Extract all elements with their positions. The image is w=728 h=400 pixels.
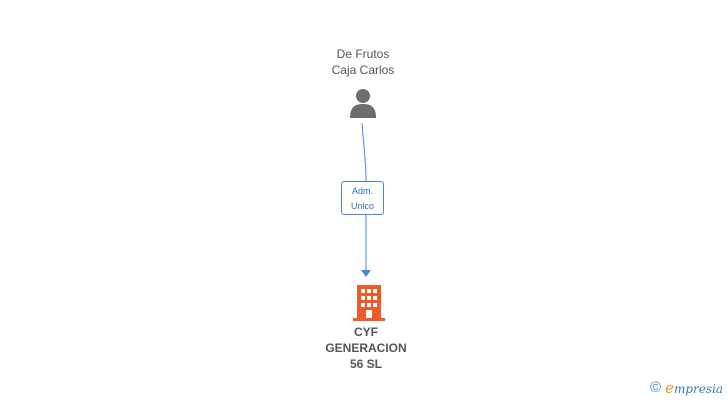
watermark: © empresia: [650, 379, 723, 397]
person-name-line-1: De Frutos: [336, 47, 390, 61]
copyright-icon: ©: [650, 379, 662, 396]
arrowhead-icon: [361, 270, 371, 277]
building-icon[interactable]: [353, 285, 385, 321]
company-name-line-1: CYF: [354, 325, 378, 339]
person-name-label: De Frutos Caja Carlos: [293, 46, 433, 78]
brand-logo-rest: mpresia: [673, 381, 724, 396]
relation-role-label[interactable]: Adm. Unico: [341, 181, 384, 215]
edge-person-to-label: [361, 122, 367, 182]
brand-logo: empresia: [665, 380, 723, 397]
relation-role-line-2: Unico: [350, 201, 374, 211]
brand-logo-first-letter: e: [665, 378, 674, 397]
person-icon[interactable]: [349, 88, 377, 118]
company-name-line-3: 56 SL: [349, 357, 382, 371]
company-name-line-2: GENERACION: [325, 341, 407, 355]
relation-role-line-1: Adm.: [351, 186, 373, 196]
person-name-line-2: Caja Carlos: [331, 63, 395, 77]
company-name-label[interactable]: CYF GENERACION 56 SL: [306, 324, 426, 372]
